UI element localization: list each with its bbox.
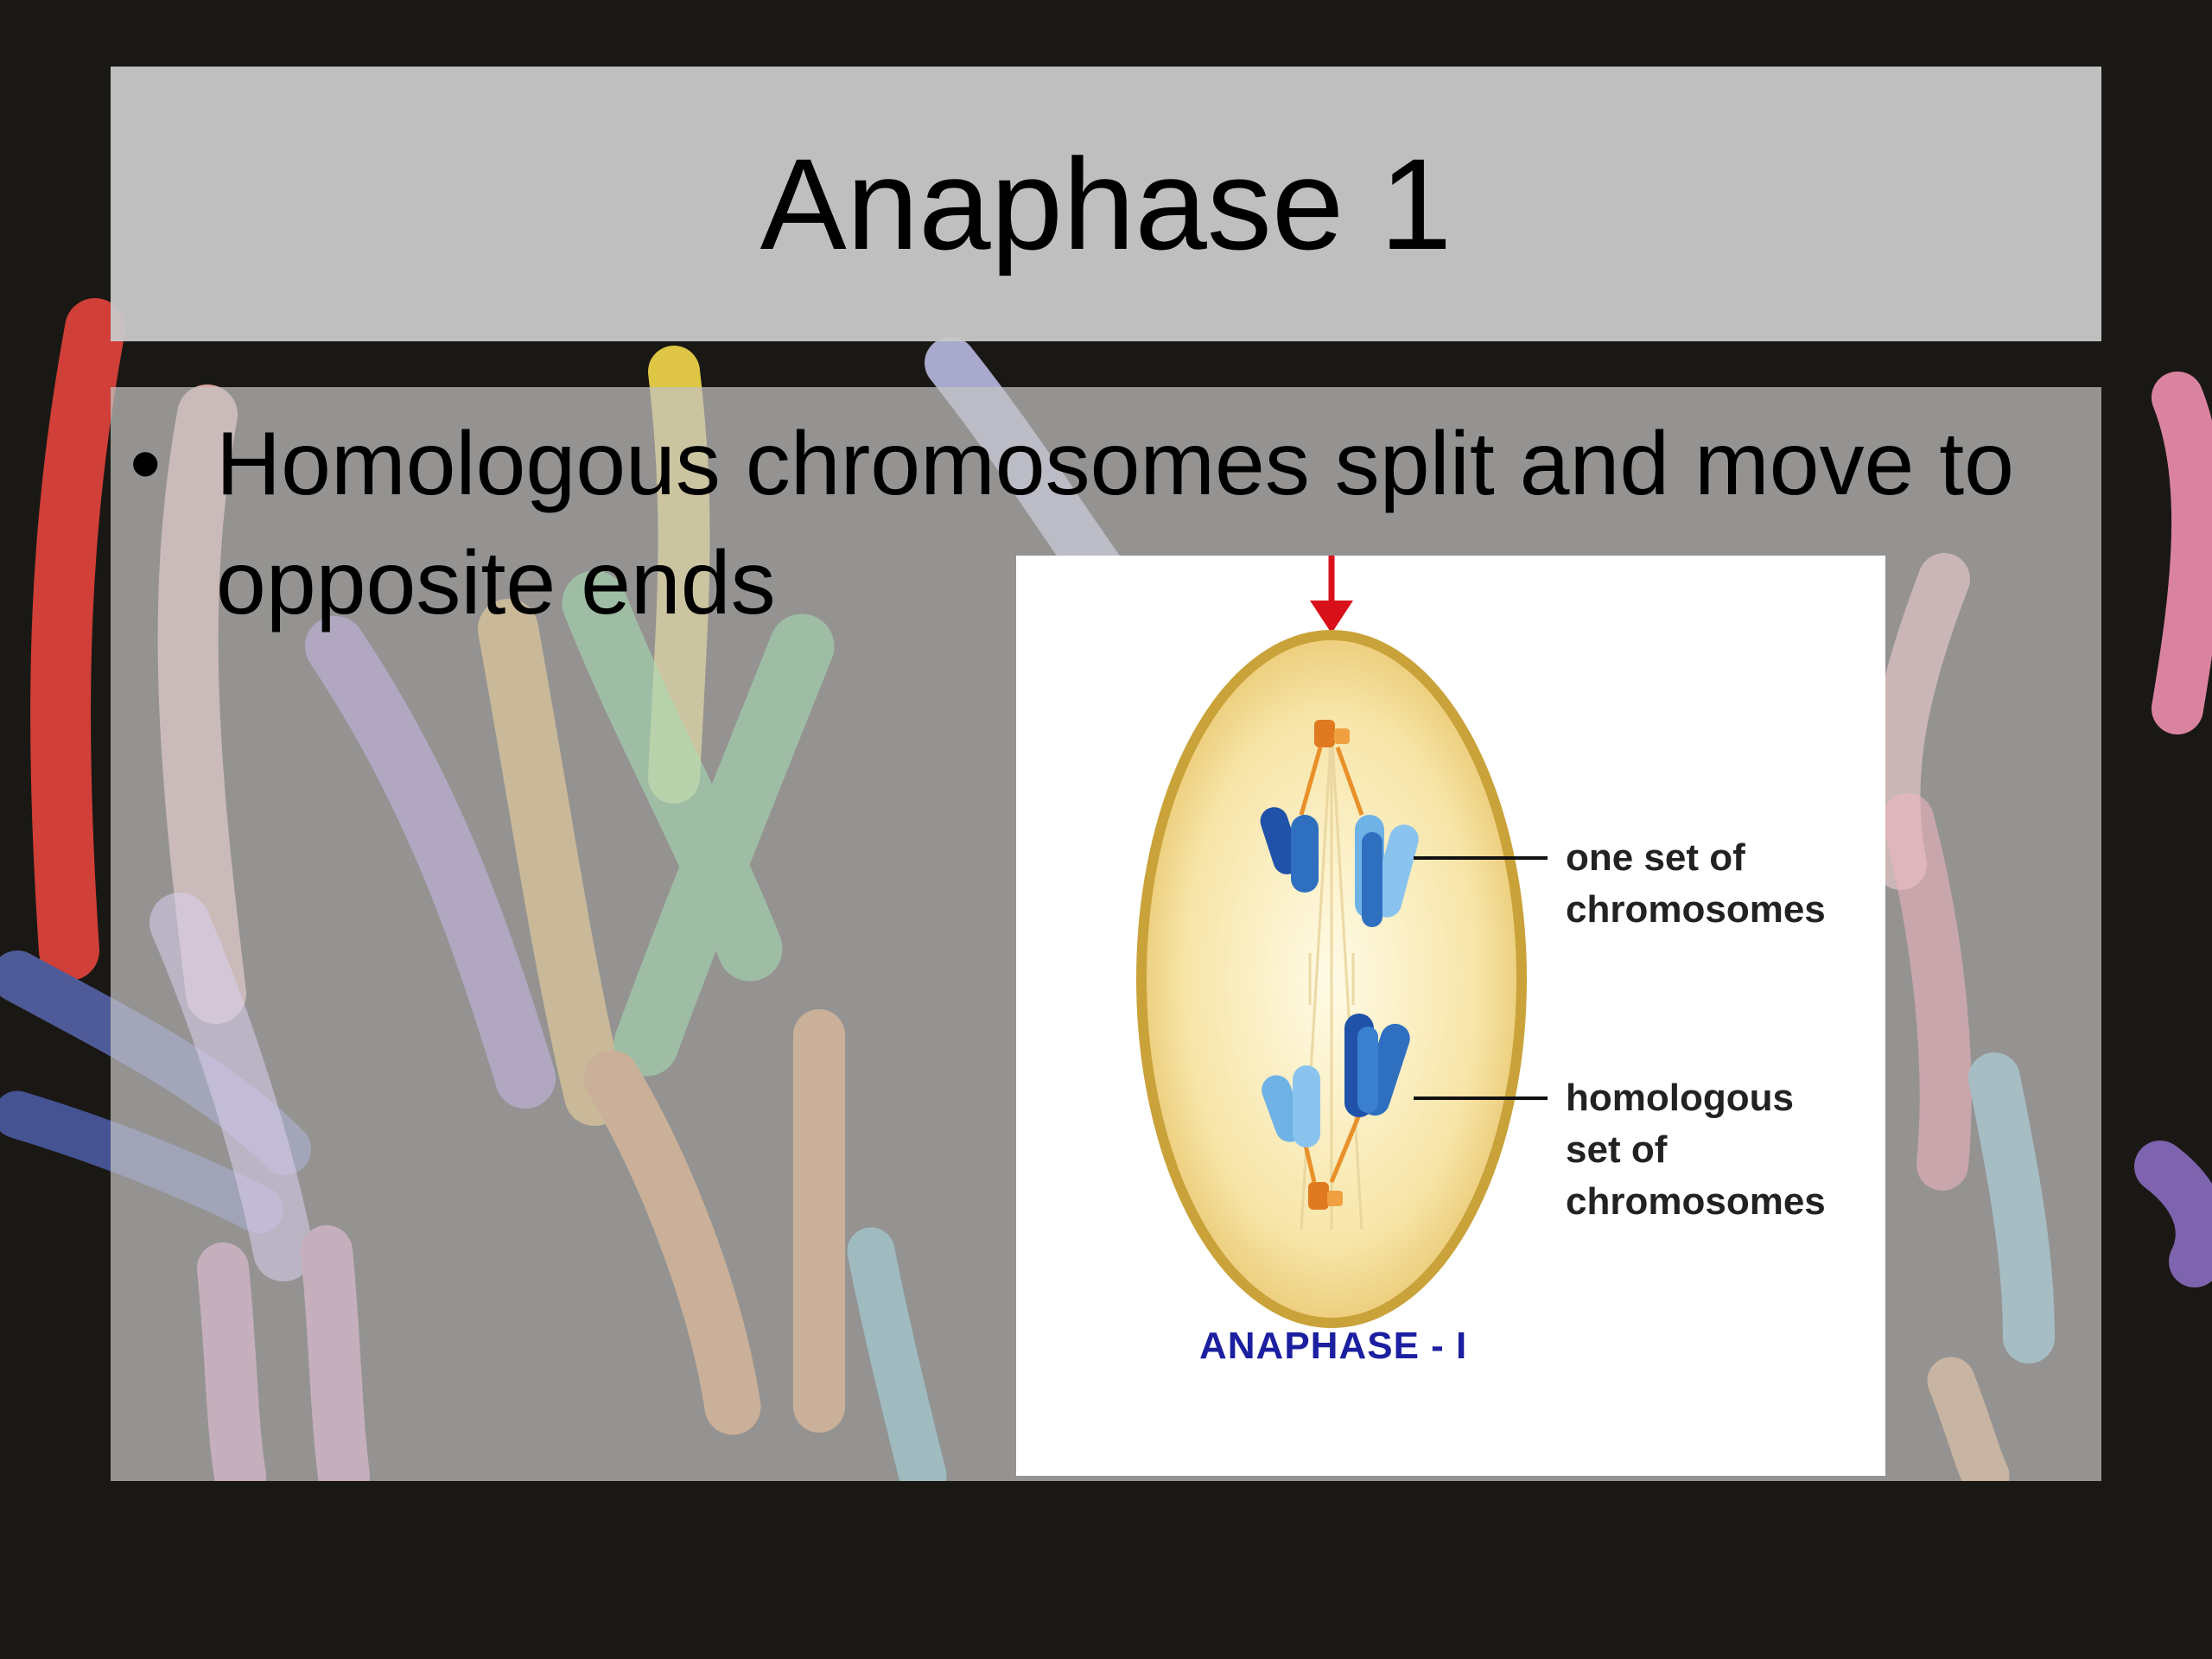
figure-caption: ANAPHASE - I — [1199, 1325, 1468, 1367]
cell-diagram — [1136, 556, 1548, 1328]
faded-chromosome-pattern — [149, 570, 2055, 1481]
label-one-set: one set of chromosomes — [1566, 836, 1826, 931]
red-arrow-icon — [1310, 556, 1353, 633]
bullet-marker: • — [130, 414, 162, 514]
slide-title: Anaphase 1 — [760, 130, 1452, 276]
label-homologous-set: homologous set of chromosomes — [1566, 1077, 1826, 1223]
anaphase-figure: one set of chromosomes homologous set of… — [1016, 556, 1885, 1476]
chromosome-set-top — [1260, 807, 1419, 927]
bullet-text: Homologous chromosomes split and move to… — [216, 414, 2014, 633]
centriole-top-icon — [1314, 720, 1350, 747]
title-panel: Anaphase 1 — [111, 67, 2101, 341]
centriole-bottom-icon — [1308, 1182, 1343, 1210]
chromosome-set-bottom — [1262, 1014, 1410, 1147]
